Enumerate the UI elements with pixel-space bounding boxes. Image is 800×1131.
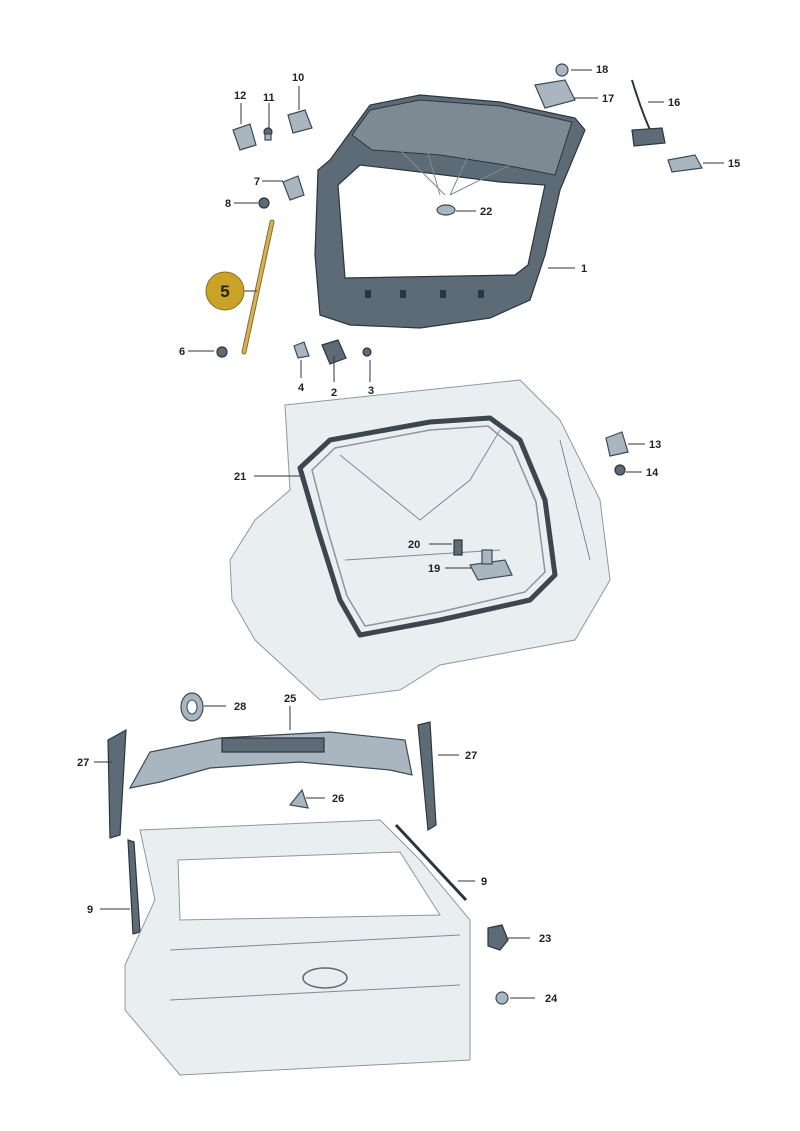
bracket-part-12[interactable] — [232, 123, 257, 151]
car-body-rear-lower — [124, 819, 471, 1076]
cap-part-23[interactable] — [487, 924, 509, 951]
buffer-part-13[interactable] — [605, 431, 629, 457]
cable-part-16[interactable] — [631, 79, 666, 147]
callout-23: 23 — [539, 933, 551, 945]
highlight-circle — [205, 271, 245, 311]
callout-8: 8 — [225, 198, 231, 210]
callout-12: 12 — [234, 90, 246, 102]
highlight-label: 5 — [220, 282, 229, 301]
tape-roll-part-28[interactable] — [180, 692, 204, 722]
clip-part-26[interactable] — [288, 788, 309, 809]
callout-9-left: 9 — [87, 904, 93, 916]
trim-strip-part-27-left[interactable] — [107, 728, 127, 839]
buffer-part-10[interactable] — [287, 109, 313, 134]
switch-part-17[interactable] — [534, 79, 576, 109]
callout-10: 10 — [292, 72, 304, 84]
callout-27-left: 27 — [77, 757, 89, 769]
clip-part-18[interactable] — [555, 63, 569, 77]
callout-13: 13 — [649, 439, 661, 451]
callout-17: 17 — [602, 93, 614, 105]
car-body-rear-view — [229, 379, 611, 701]
callout-4: 4 — [298, 382, 305, 394]
screw-part-3[interactable] — [362, 347, 372, 357]
stop-part-4[interactable] — [293, 341, 310, 359]
cap-part-22[interactable] — [436, 204, 456, 216]
bolt-part-24[interactable] — [495, 991, 509, 1005]
buffer-part-7[interactable] — [282, 175, 305, 201]
callout-22: 22 — [480, 206, 492, 218]
bolt-part-14[interactable] — [614, 464, 626, 476]
callout-11: 11 — [263, 92, 275, 104]
spoiler-part-25[interactable] — [128, 731, 413, 789]
bolt-part-20[interactable] — [453, 539, 463, 556]
callout-16: 16 — [668, 97, 680, 109]
callout-1: 1 — [581, 263, 587, 275]
ball-stud-part-6[interactable] — [216, 346, 228, 358]
lock-part-2[interactable] — [321, 339, 347, 365]
callout-6: 6 — [179, 346, 185, 358]
callout-14: 14 — [646, 467, 659, 479]
callout-20: 20 — [408, 539, 420, 551]
bolt-part-8[interactable] — [258, 197, 270, 209]
callout-2: 2 — [331, 387, 337, 399]
callout-9-right: 9 — [481, 876, 487, 888]
callout-labels: 1 2 3 4 6 7 8 9 9 10 11 12 13 14 15 16 1… — [77, 64, 740, 1005]
callout-27-right: 27 — [465, 750, 477, 762]
highlight-badge-part-5[interactable]: 5 — [205, 271, 257, 311]
seal-strip-part-9-right[interactable] — [394, 823, 468, 902]
callout-24: 24 — [545, 993, 558, 1005]
callout-25: 25 — [284, 693, 296, 705]
callout-3: 3 — [368, 385, 374, 397]
leader-lines — [94, 69, 724, 999]
callout-18: 18 — [596, 64, 608, 76]
trim-strip-part-27-right[interactable] — [417, 721, 437, 832]
callout-7: 7 — [254, 176, 260, 188]
callout-21: 21 — [234, 471, 246, 483]
callout-19: 19 — [428, 563, 440, 575]
striker-part-19[interactable] — [469, 549, 513, 581]
door-seal-part-21[interactable] — [297, 415, 558, 638]
callout-26: 26 — [332, 793, 344, 805]
bolt-part-11[interactable] — [263, 127, 273, 141]
callout-28: 28 — [234, 701, 246, 713]
gas-strut-part-5[interactable] — [241, 219, 275, 355]
light-part-15[interactable] — [667, 154, 703, 173]
callout-15: 15 — [728, 158, 740, 170]
seal-strip-part-9-left[interactable] — [127, 839, 141, 935]
